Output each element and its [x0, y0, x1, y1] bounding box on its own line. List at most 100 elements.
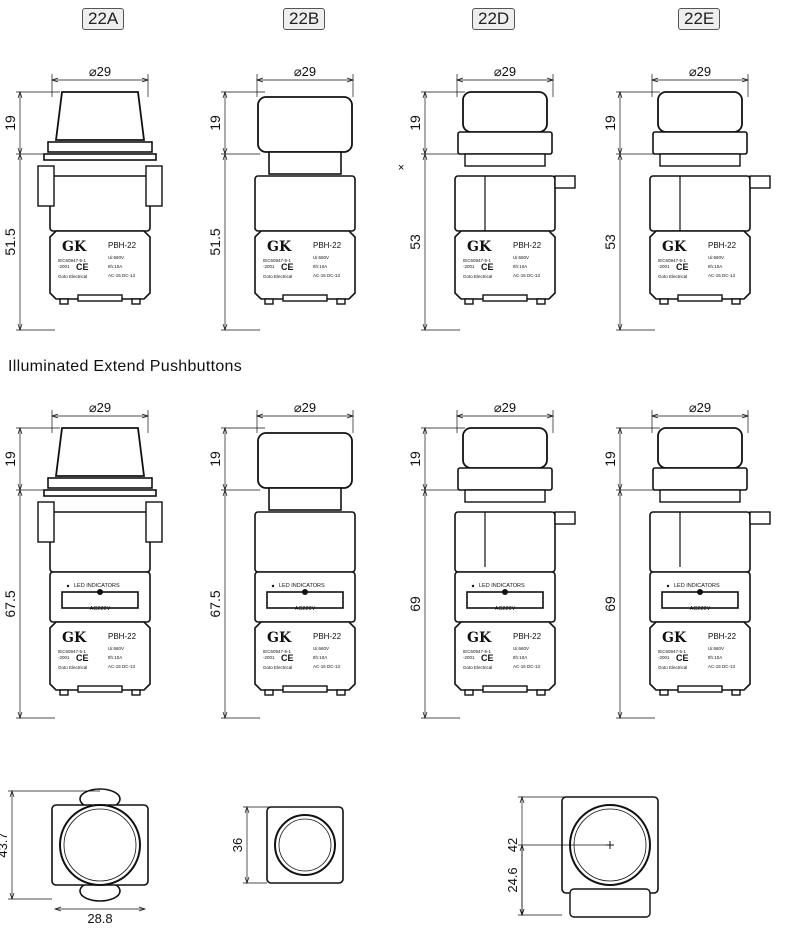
standard-label: IEC60947-5-1	[58, 258, 87, 263]
foot	[464, 298, 474, 305]
foot	[336, 298, 346, 305]
ce-mark: CE	[76, 653, 89, 663]
rating-label: AC-15 DC-13	[708, 273, 736, 278]
led-title: LED INDICATORS	[74, 583, 120, 589]
led-voltage: AC220V	[495, 606, 516, 612]
ce-mark: CE	[281, 653, 294, 663]
foot	[464, 689, 474, 696]
body-height-label: 67.5	[207, 590, 223, 617]
maker-label: Goto Electrical	[263, 665, 292, 670]
header-22e: 22E	[678, 8, 721, 30]
body-height-label: 51.5	[207, 228, 223, 255]
neck	[268, 487, 342, 511]
cap-height-label: 19	[602, 451, 618, 467]
arrowhead	[617, 152, 623, 332]
rating-label: AC-15 DC-13	[313, 273, 341, 278]
terminal	[749, 511, 771, 525]
led-lamp	[697, 589, 703, 595]
standard-label: IEC60947-5-1	[658, 649, 687, 654]
body-height-label: 69	[602, 596, 618, 612]
bottom-view-22a: 43.728.8	[0, 788, 149, 926]
body	[454, 511, 556, 573]
cap	[657, 91, 743, 133]
standard-label: -2001	[58, 264, 70, 269]
bottom-width-label: 28.8	[87, 911, 112, 926]
body	[49, 175, 151, 232]
arrowhead	[222, 488, 228, 720]
cap-height-label: 19	[207, 451, 223, 467]
diameter-label: ⌀29	[689, 400, 711, 415]
diameter-label: ⌀29	[294, 400, 316, 415]
foot	[131, 689, 141, 696]
terminal	[554, 511, 576, 525]
diameter-label: ⌀29	[294, 64, 316, 79]
cap-height-label: 19	[207, 115, 223, 131]
model-label: PBH-22	[708, 241, 737, 250]
rating-label: Ui:660V	[513, 255, 529, 260]
model-label: PBH-22	[708, 632, 737, 641]
gk-logo: GK	[62, 239, 87, 255]
rating-label: Ui:660V	[708, 646, 724, 651]
arrowhead	[244, 805, 250, 885]
rating-label: Ui:660V	[313, 255, 329, 260]
led-title: LED INDICATORS	[479, 583, 525, 589]
led-lamp	[502, 589, 508, 595]
arrowhead	[422, 152, 428, 332]
ring	[464, 153, 546, 167]
arrowhead	[222, 152, 228, 332]
body-height-label: 53	[407, 234, 423, 250]
bottom-height-label: 36	[230, 838, 245, 852]
bezel	[652, 467, 748, 491]
terminal	[749, 175, 771, 189]
ce-mark: CE	[481, 653, 494, 663]
rating-label: Ith:10A	[708, 264, 722, 269]
bezel	[457, 131, 553, 155]
rating-label: AC-15 DC-13	[513, 273, 541, 278]
button-circle	[59, 804, 141, 886]
led-dot	[66, 584, 70, 588]
header-22a: 22A	[82, 8, 125, 30]
foot-slot	[282, 294, 328, 302]
standard-label: IEC60947-5-1	[463, 258, 492, 263]
maker-label: Goto Electrical	[263, 274, 292, 279]
ce-mark: CE	[281, 262, 294, 272]
maker-label: Goto Electrical	[58, 274, 87, 279]
standard-label: -2001	[263, 264, 275, 269]
neck	[268, 151, 342, 175]
foot	[336, 689, 346, 696]
standard-label: -2001	[658, 264, 670, 269]
cap	[462, 427, 548, 469]
flange	[47, 141, 153, 153]
model-label: PBH-22	[313, 632, 342, 641]
nameplate-outline	[49, 230, 151, 300]
gk-logo: GK	[267, 630, 292, 646]
gk-logo: GK	[662, 630, 687, 646]
model-label: PBH-22	[313, 241, 342, 250]
maker-label: Goto Electrical	[658, 665, 687, 670]
foot	[59, 298, 69, 305]
terminal	[37, 165, 55, 207]
foot-slot	[482, 685, 528, 693]
body-height-label: 51.5	[2, 228, 18, 255]
rating-label: AC-15 DC-13	[708, 664, 736, 669]
model-label: PBH-22	[513, 632, 542, 641]
bezel	[457, 467, 553, 491]
foot-slot	[482, 294, 528, 302]
nameplate-outline	[649, 621, 751, 691]
flange	[43, 489, 157, 497]
rating-label: Ith:10A	[513, 655, 527, 660]
ring	[659, 489, 741, 503]
cap-height-label: 19	[602, 115, 618, 131]
rating-label: AC-15 DC-13	[108, 273, 136, 278]
led-lamp	[302, 589, 308, 595]
rating-label: AC-15 DC-13	[108, 664, 136, 669]
button-circle	[274, 814, 336, 876]
standard-label: -2001	[463, 264, 475, 269]
diameter-label: ⌀29	[89, 400, 111, 415]
arrowhead	[17, 152, 23, 332]
cap	[462, 91, 548, 133]
